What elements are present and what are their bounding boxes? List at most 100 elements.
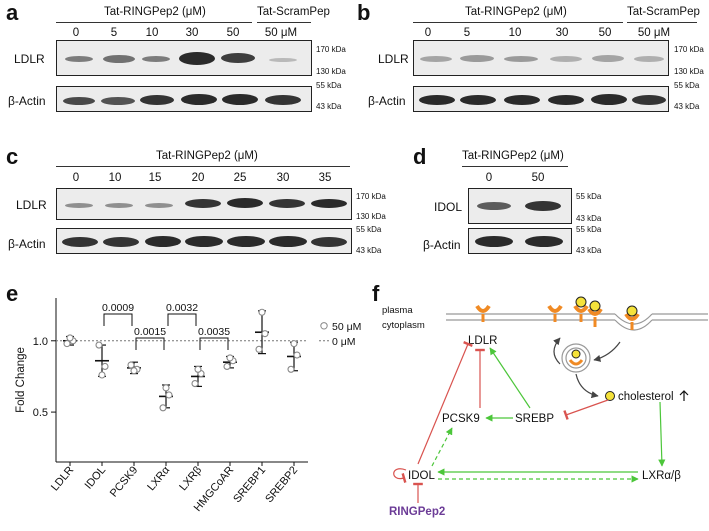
- x-tick-label: SREBP2: [263, 464, 300, 505]
- treatment-label-c: Tat-RINGPep2 (μM): [156, 150, 258, 162]
- p-value-label: 0.0015: [134, 326, 166, 338]
- treatment-bracket-a: [56, 22, 252, 23]
- y-axis-label: Fold Change: [15, 347, 27, 413]
- panel-label-e: e: [6, 281, 19, 306]
- mw-marker: 43 kDa: [356, 246, 382, 255]
- dose-label: 35: [318, 172, 332, 184]
- data-point: [98, 371, 106, 379]
- ldl-receptor-icon: [547, 304, 563, 322]
- dose-label: 30: [185, 27, 199, 39]
- control-dose-label: 50 μM: [264, 27, 298, 39]
- node-srebp: SREBP: [515, 413, 554, 425]
- dose-label: 5: [110, 27, 118, 39]
- y-tick-label: 1.0: [33, 336, 48, 348]
- treatment-bracket-b: [413, 22, 623, 23]
- dose-label: 50: [531, 172, 545, 184]
- ldl-receptor-icon: [475, 304, 491, 322]
- significance-bracket: [103, 313, 133, 326]
- recycling-arrow: [553, 337, 561, 365]
- node-lxr: LXRα/β: [642, 470, 681, 482]
- dose-label: 50: [226, 27, 240, 39]
- dose-label: 30: [276, 172, 290, 184]
- western-blot-actin: [56, 228, 352, 254]
- western-blot-ldlr: [56, 188, 352, 220]
- control-bracket-a: [257, 22, 311, 23]
- x-tick-label: PCSK9: [108, 464, 140, 499]
- x-tick-label: LXRα: [145, 464, 172, 493]
- data-point: [287, 365, 295, 373]
- treatment-label-b: Tat-RINGPep2 (μM): [465, 6, 567, 18]
- idol-pcsk9-dashed: [431, 427, 453, 467]
- cholesterol-icon: [605, 391, 615, 401]
- legend-item: 50 μM: [332, 321, 361, 333]
- data-point: [191, 380, 199, 388]
- panel-label-f: f: [372, 281, 380, 306]
- data-point: [165, 391, 173, 399]
- p-value-label: 0.0035: [198, 326, 230, 338]
- data-point: [101, 362, 109, 371]
- control-dose-label: 50 μM: [637, 27, 671, 39]
- row-label-ldlr: LDLR: [16, 198, 47, 212]
- dose-label: 0: [72, 172, 80, 184]
- panel-label-b: b: [357, 0, 371, 25]
- dose-label: 50: [598, 27, 612, 39]
- mw-marker: 170 kDa: [674, 45, 704, 54]
- row-label-ldlr: LDLR: [14, 52, 45, 66]
- mw-marker: 55 kDa: [356, 225, 382, 234]
- up-arrow-icon: [679, 390, 689, 401]
- plasma-label: plasma: [382, 305, 413, 316]
- treatment-label-d: Tat-RINGPep2 (μM): [462, 150, 564, 162]
- dose-label: 0: [72, 27, 80, 39]
- panel-label-c: c: [6, 144, 19, 169]
- western-blot-idol: [468, 188, 572, 224]
- cell-membrane: [446, 313, 708, 331]
- dose-label: 30: [555, 27, 569, 39]
- mw-marker: 55 kDa: [576, 192, 602, 201]
- pathway-diagram: plasma cytoplasm: [382, 296, 708, 518]
- mw-marker: 130 kDa: [356, 212, 386, 221]
- data-point: [127, 361, 135, 369]
- dose-label: 0: [485, 172, 493, 184]
- x-tick-label: IDOL: [83, 464, 109, 491]
- cytoplasm-label: cytoplasm: [382, 320, 425, 331]
- cholesterol-inhibits-srebp: [563, 399, 609, 420]
- node-cholesterol: cholesterol: [618, 391, 674, 403]
- western-blot-actin: [413, 86, 669, 112]
- data-point: [63, 340, 71, 348]
- significance-bracket: [167, 313, 197, 326]
- control-label-b: Tat-ScramPep: [627, 6, 700, 18]
- treatment-bracket-d: [462, 166, 568, 167]
- p-value-label: 0.0009: [102, 302, 134, 314]
- endosome-icon: [561, 343, 591, 373]
- panel-label-d: d: [413, 144, 427, 169]
- dose-label: 5: [463, 27, 471, 39]
- data-point: [261, 330, 269, 338]
- cholesterol-activates-lxr: [658, 401, 666, 467]
- row-label-actin: β-Actin: [8, 94, 46, 108]
- data-point: [258, 308, 266, 316]
- significance-bracket: [199, 337, 229, 350]
- mw-marker: 43 kDa: [316, 102, 342, 111]
- mw-marker: 130 kDa: [674, 67, 704, 76]
- x-tick-label: LDLR: [49, 464, 76, 493]
- significance-bracket: [135, 337, 165, 350]
- node-idol: IDOL: [408, 470, 435, 482]
- ldl-receptor-icon: [573, 296, 589, 322]
- x-tick-label: SREBP1: [231, 464, 268, 505]
- endocytosis-arrow: [593, 341, 621, 362]
- panel-label-a: a: [6, 0, 19, 25]
- row-label-actin: β-Actin: [368, 94, 406, 108]
- legend-item: 0 μM: [332, 336, 356, 348]
- legend-marker: [320, 322, 328, 330]
- data-point: [159, 404, 167, 412]
- dose-label: 10: [508, 27, 522, 39]
- data-point: [226, 354, 234, 362]
- dose-label: 10: [108, 172, 122, 184]
- treatment-bracket-c: [56, 166, 350, 167]
- data-point: [162, 384, 170, 392]
- node-ldlr: LDLR: [468, 335, 497, 347]
- dose-label: 0: [424, 27, 432, 39]
- ldl-receptor-icon: [587, 300, 603, 327]
- row-label-idol: IDOL: [434, 200, 463, 214]
